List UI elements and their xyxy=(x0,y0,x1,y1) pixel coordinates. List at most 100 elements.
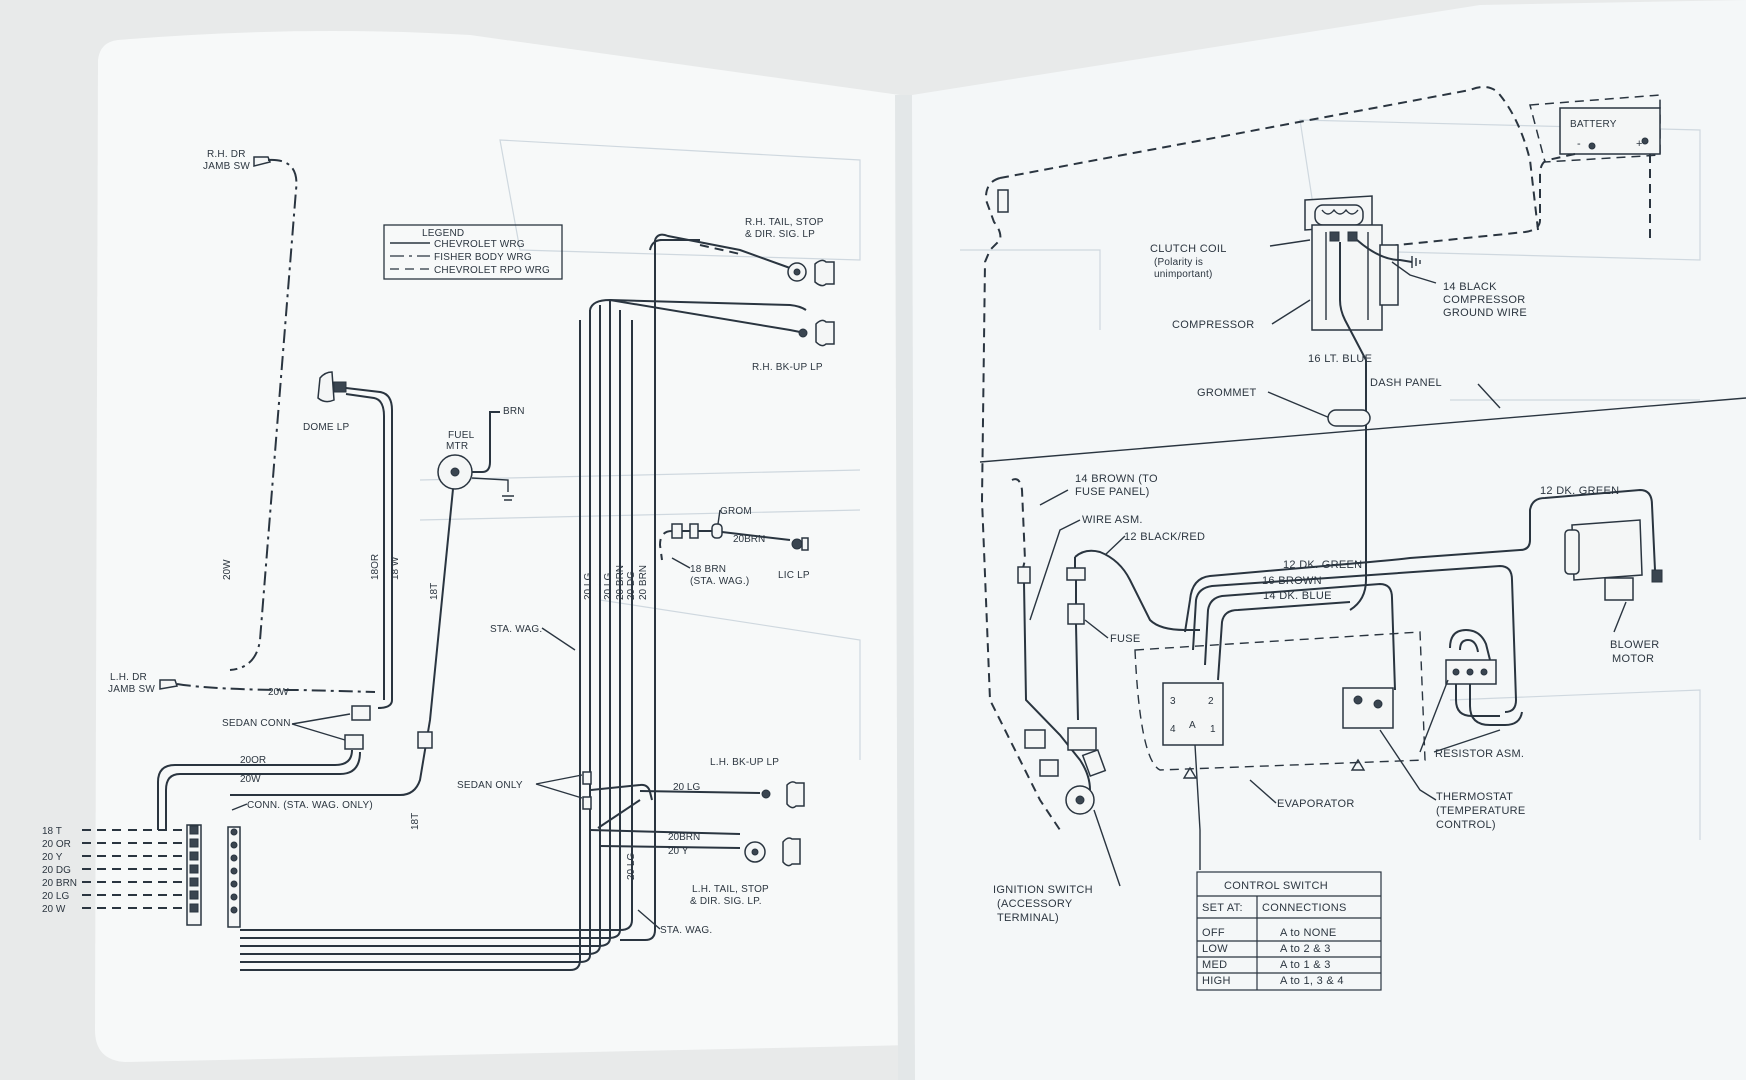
harness-pin xyxy=(189,890,199,900)
rh-jamb-switch xyxy=(253,156,272,167)
grommet-left xyxy=(711,523,723,539)
fuse-label: FUSE xyxy=(1110,633,1141,645)
thermostat-label-3: CONTROL) xyxy=(1436,819,1496,831)
table-cell-connections: A to 2 & 3 xyxy=(1280,943,1331,955)
compressor xyxy=(1304,195,1399,331)
lh-tail-label-1: L.H. TAIL, STOP xyxy=(692,884,769,895)
black-ground-label-3: GROUND WIRE xyxy=(1443,307,1527,319)
switch-term-4: 4 xyxy=(1170,724,1176,735)
ignition-label-1: IGNITION SWITCH xyxy=(993,884,1093,896)
legend-title: LEGEND xyxy=(422,228,464,239)
battery-pos: + xyxy=(1636,138,1643,150)
rh-tail-lamp xyxy=(787,259,835,287)
right-page xyxy=(912,0,1746,1080)
w20brn-a: 20 BRN xyxy=(615,565,626,600)
brown16-label: 16 BROWN xyxy=(1262,575,1322,587)
w20or-horizontal: 20OR xyxy=(240,755,266,766)
harness-connector xyxy=(186,824,241,928)
clutch-coil-label-1: CLUTCH COIL xyxy=(1150,243,1227,255)
lh-tail-label-2: & DIR. SIG. LP. xyxy=(690,896,762,907)
w20lg-a: 20 LG xyxy=(583,573,594,600)
table-cell-set: HIGH xyxy=(1202,975,1231,987)
dk-green-label: 12 DK. GREEN xyxy=(1283,559,1362,571)
w20lg-bk: 20 LG xyxy=(673,782,700,793)
lt-blue-label: 16 LT. BLUE xyxy=(1308,353,1372,365)
fuel-meter-label-2: MTR xyxy=(446,441,468,452)
switch-term-3: 3 xyxy=(1170,696,1176,707)
dk-blue-label: 14 DK. BLUE xyxy=(1263,590,1332,602)
harness-wire-label: 20 Y xyxy=(42,852,63,863)
black-ground-label-2: COMPRESSOR xyxy=(1443,294,1525,306)
table-cell-connections: A to NONE xyxy=(1280,927,1337,939)
w20w-horizontal-2: 20W xyxy=(240,774,261,785)
harness-pin xyxy=(189,903,199,913)
legend: LEGEND CHEVROLET WRG FISHER BODY WRG CHE… xyxy=(383,224,563,280)
ignition-label-2: (ACCESSORY xyxy=(997,898,1073,910)
ignition-switch xyxy=(1024,727,1107,815)
harness-pin xyxy=(230,841,238,849)
harness-pin xyxy=(189,864,199,874)
lh-backup-label: L.H. BK-UP LP xyxy=(710,757,779,768)
blower-motor-label-1: BLOWER xyxy=(1610,639,1659,651)
legend-fisher: FISHER BODY WRG xyxy=(434,252,532,263)
firewall-connector xyxy=(997,189,1009,213)
table-cell-connections: A to 1, 3 & 4 xyxy=(1280,975,1344,987)
grommet-label: GROMMET xyxy=(1197,387,1257,399)
harness-pin xyxy=(230,867,238,875)
sedan-only-label: SEDAN ONLY xyxy=(457,780,523,791)
w18brn-label-1: 18 BRN xyxy=(690,564,726,575)
harness-wire-label: 20 W xyxy=(42,904,66,915)
license-lamp xyxy=(791,537,809,551)
table-cell-set: MED xyxy=(1202,959,1227,971)
black-ground-label-1: 14 BLACK xyxy=(1443,281,1497,293)
brown-fuse-label-2: FUSE PANEL) xyxy=(1075,486,1150,498)
compressor-label: COMPRESSOR xyxy=(1172,319,1254,331)
harness-pin xyxy=(189,825,199,835)
w20dg: 20 DG xyxy=(626,571,637,600)
sedan-only-connector-1 xyxy=(582,771,592,785)
evaporator-label: EVAPORATOR xyxy=(1277,798,1355,810)
w18w-vertical: 18 W xyxy=(390,556,401,580)
w20lg-b: 20 LG xyxy=(603,573,614,600)
rh-jamb-label-1: R.H. DR xyxy=(207,149,246,160)
rh-tail-label-2: & DIR. SIG. LP xyxy=(745,229,815,240)
table-header-conn: CONNECTIONS xyxy=(1262,902,1347,914)
ignition-label-3: TERMINAL) xyxy=(997,912,1059,924)
rh-backup-lamp xyxy=(798,319,835,347)
sta-wag-label-1: STA. WAG. xyxy=(490,624,542,635)
thermostat-label-1: THERMOSTAT xyxy=(1436,791,1513,803)
thermostat-label-2: (TEMPERATURE xyxy=(1436,805,1526,817)
battery-neg: - xyxy=(1577,138,1581,150)
legend-chevrolet: CHEVROLET WRG xyxy=(434,239,525,250)
table-cell-set: OFF xyxy=(1202,927,1225,939)
w18t-top: 18T xyxy=(429,583,440,600)
battery: BATTERY - + xyxy=(1529,94,1661,163)
harness-wire-label: 20 BRN xyxy=(42,878,77,889)
grommet-dash xyxy=(1327,409,1371,427)
battery-label: BATTERY xyxy=(1570,119,1617,130)
fuel-meter-label-1: FUEL xyxy=(448,430,475,441)
rh-backup-label: R.H. BK-UP LP xyxy=(752,362,823,373)
blower-motor xyxy=(1564,519,1663,601)
lh-backup-lamp xyxy=(761,781,805,809)
harness-pin xyxy=(230,854,238,862)
harness-pin xyxy=(189,877,199,887)
lh-tail-lamp xyxy=(744,837,801,867)
harness-pin xyxy=(230,828,238,836)
w18t-bot: 18T xyxy=(410,813,421,830)
control-switch: 3 2 4 A 1 xyxy=(1162,682,1224,746)
harness-wire-label: 18 T xyxy=(42,826,62,837)
w20w-vertical: 20W xyxy=(222,559,233,580)
w20lg-c: 20 LG xyxy=(626,853,637,880)
thermostat xyxy=(1342,687,1394,729)
w20brn-tail: 20BRN xyxy=(668,832,700,843)
harness-wire-label: 20 LG xyxy=(42,891,69,902)
w20brn-lic: 20BRN xyxy=(733,534,765,545)
fuel-connector xyxy=(417,731,433,749)
sedan-connector-2 xyxy=(344,734,364,750)
clutch-coil-label-3: unimportant) xyxy=(1154,269,1213,280)
lh-jamb-switch xyxy=(159,679,178,690)
brown-fuse-label-1: 14 BROWN (TO xyxy=(1075,473,1158,485)
